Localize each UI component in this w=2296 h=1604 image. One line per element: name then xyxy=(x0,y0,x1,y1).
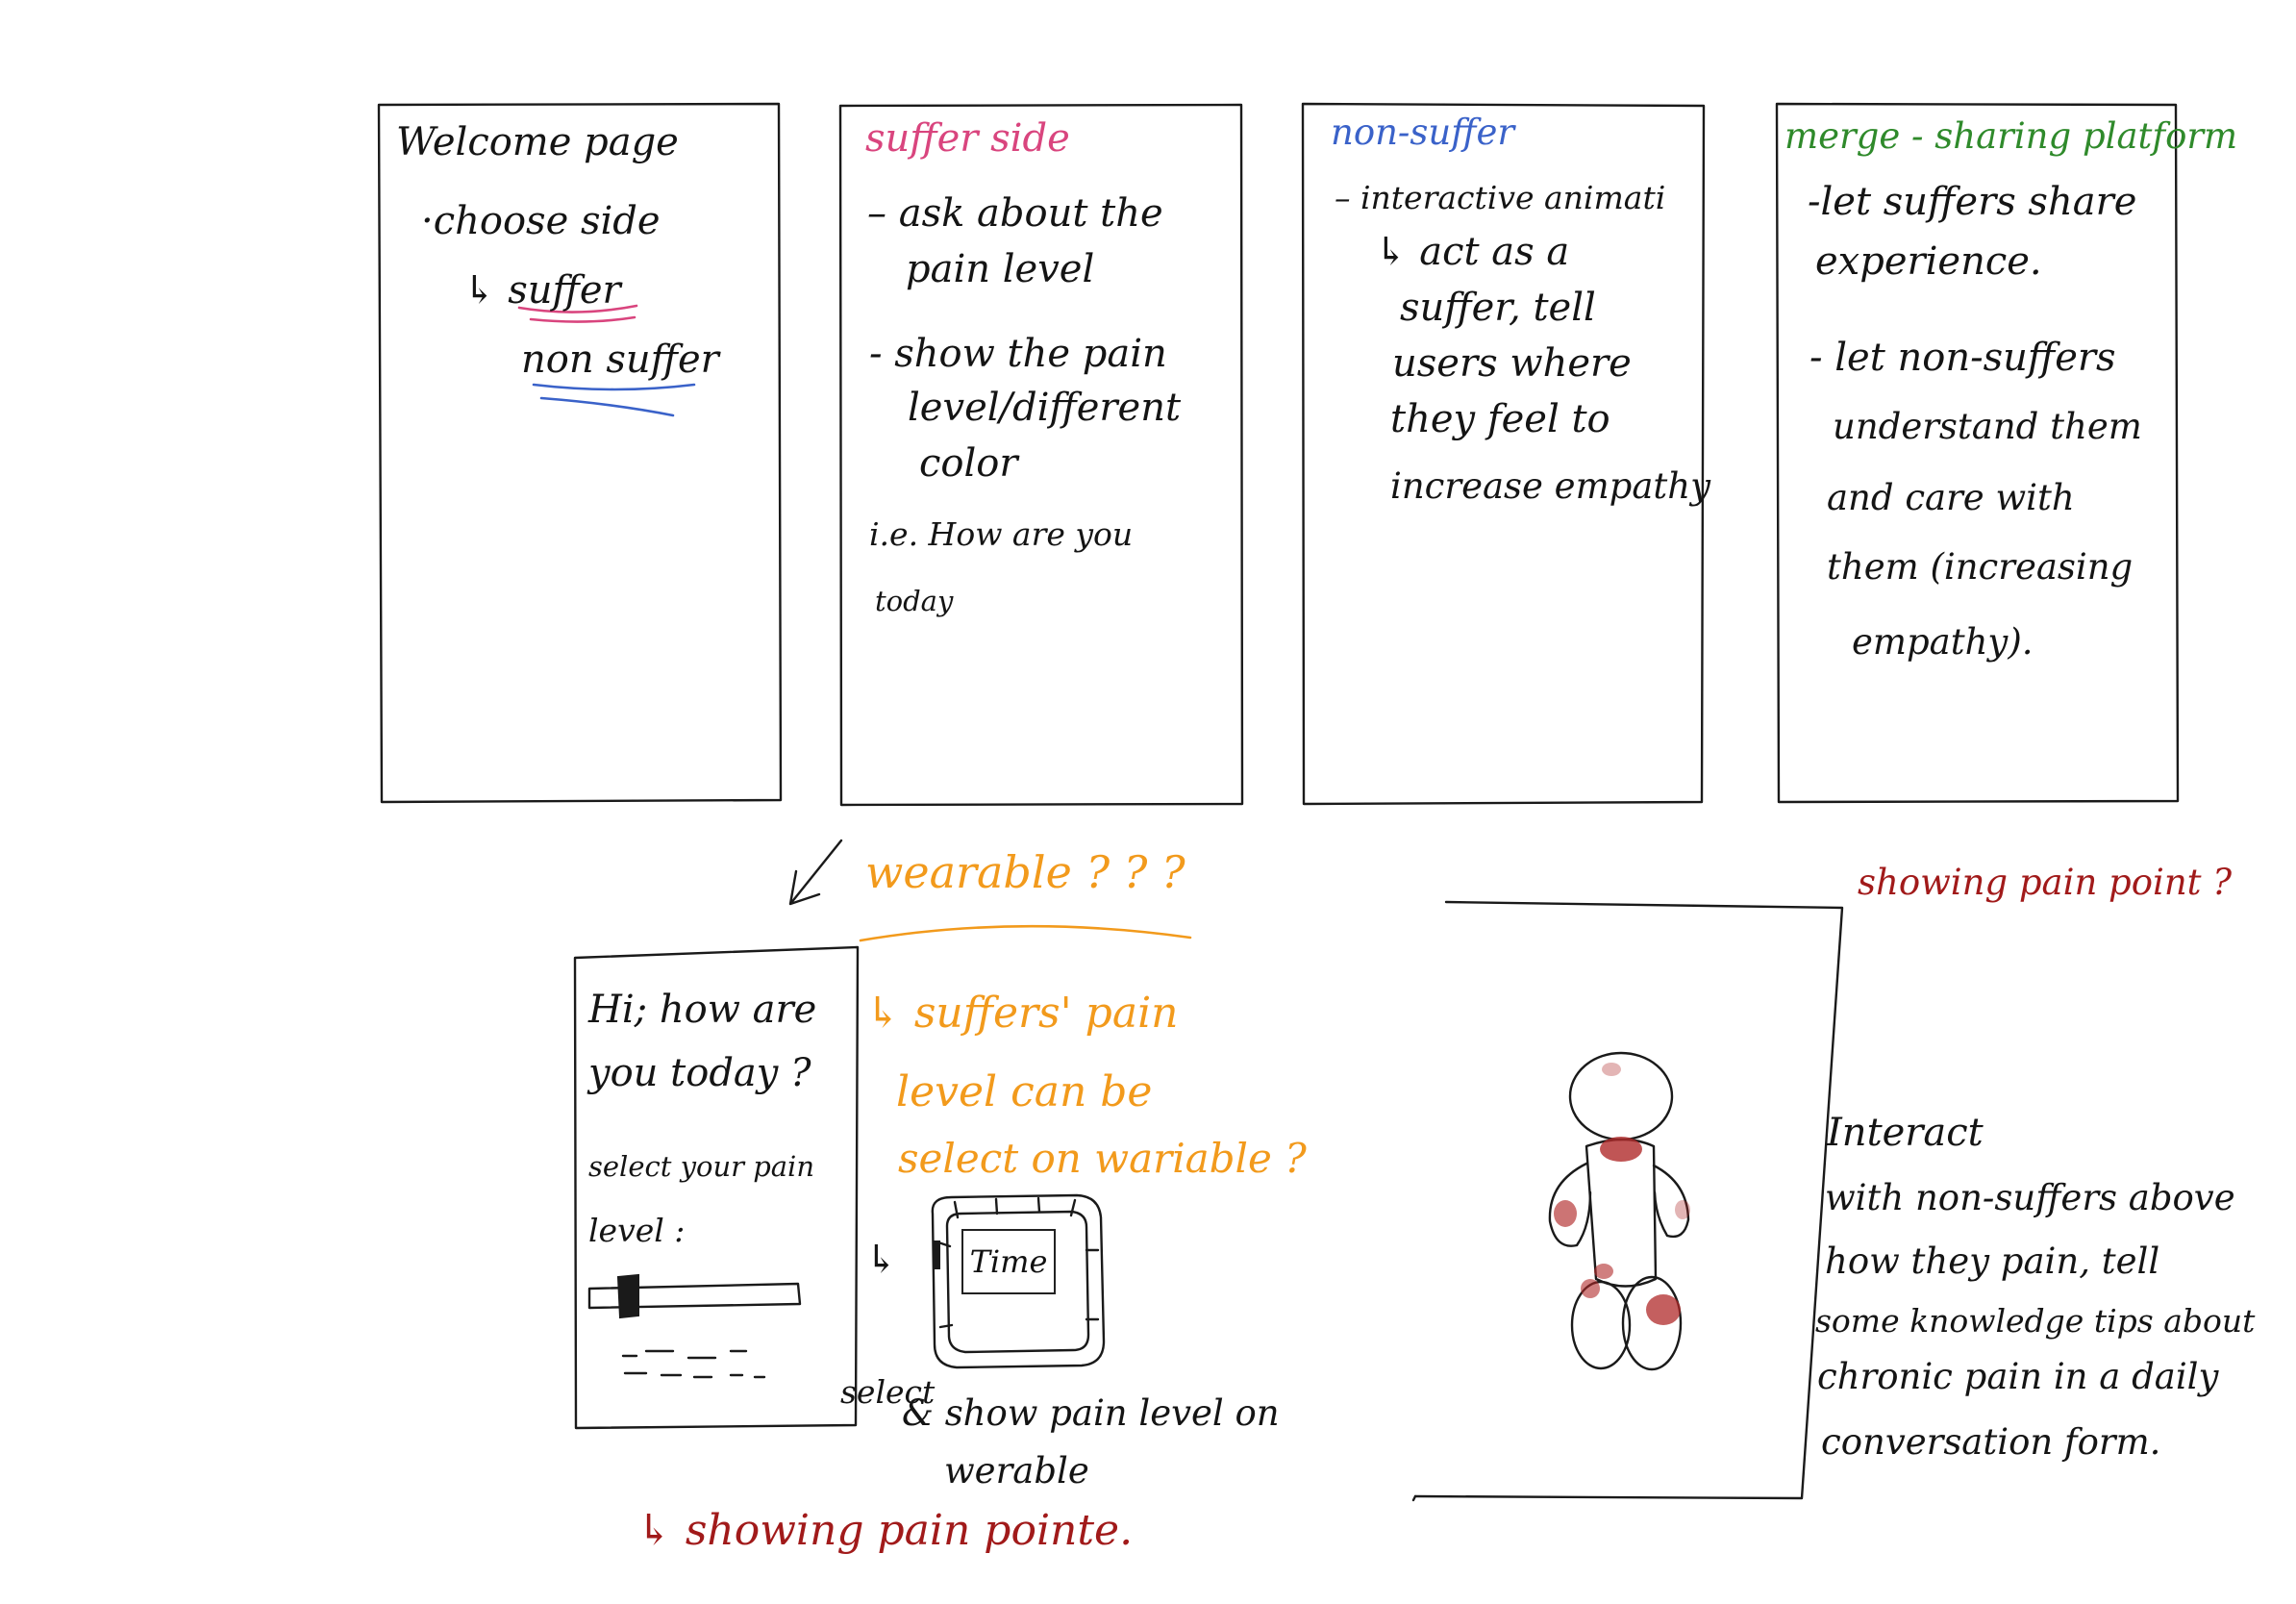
card-suffer-line: - show the pain xyxy=(869,332,1167,376)
pain-spot-hip xyxy=(1594,1264,1613,1279)
watch-time-label: Time xyxy=(969,1243,1048,1280)
card-non-suffer-line: increase empathy xyxy=(1390,465,1710,507)
body-panel-note-line: some knowledge tips about xyxy=(1815,1302,2256,1340)
wearable-heading: wearable ? ? ? xyxy=(865,846,1185,898)
card-welcome-line: non suffer xyxy=(521,338,719,382)
figure-left-arm xyxy=(1548,1162,1592,1247)
card-frame-welcome xyxy=(377,102,783,804)
figure-right-arm xyxy=(1652,1164,1690,1239)
wearable-caption-line: & show pain level on xyxy=(902,1392,1280,1434)
card-merge-title: merge - sharing platform xyxy=(1784,115,2238,157)
pain-spot-left-knee xyxy=(1581,1279,1600,1298)
card-merge-line: -let suffers share xyxy=(1808,180,2137,224)
card-non-suffer-line: ↳ act as a xyxy=(1375,230,1570,274)
watch-ticks xyxy=(936,1196,1100,1329)
card-suffer-title: suffer side xyxy=(865,116,1070,161)
wearable-caption-line: select xyxy=(840,1373,936,1411)
card-suffer-line: – ask about the xyxy=(867,191,1163,236)
card-suffer-line: i.e. How are you xyxy=(869,515,1134,553)
body-panel-note-line: how they pain, tell xyxy=(1825,1241,2160,1282)
pain-slider-track xyxy=(587,1282,802,1310)
card-merge-line: - let non-suffers xyxy=(1809,336,2116,380)
pain-spot-right-knee xyxy=(1646,1294,1681,1325)
body-panel-note-line: conversation form. xyxy=(1821,1421,2161,1463)
down-left-arrow xyxy=(788,839,843,906)
slider-scale-marks xyxy=(621,1349,766,1379)
body-panel-note-line: chronic pain in a daily xyxy=(1817,1356,2219,1397)
figure-left-leg xyxy=(1570,1280,1632,1370)
watch-pointer-arrow: ↳ xyxy=(865,1238,898,1282)
card-welcome-line: ↳ suffer xyxy=(463,268,621,313)
card-merge-line: experience. xyxy=(1815,239,2042,284)
watch-time-display: Time xyxy=(961,1229,1056,1294)
watch-crown xyxy=(933,1241,940,1269)
card-suffer-line: pain level xyxy=(906,247,1095,291)
pain-spot-right-arm xyxy=(1675,1200,1690,1219)
phone-prompt-line: select your pain xyxy=(588,1150,815,1183)
body-panel-note-line: Interact xyxy=(1827,1111,1984,1155)
non-suffer-underline-blue xyxy=(532,383,696,417)
figure-head xyxy=(1568,1051,1674,1141)
card-welcome-line: ·choose side xyxy=(421,199,661,243)
card-suffer-line: today xyxy=(875,585,954,617)
wearable-note-line: ↳ suffers' pain xyxy=(865,989,1179,1038)
card-welcome-title: Welcome page xyxy=(396,120,679,164)
card-frame-non-suffer xyxy=(1301,102,1706,806)
suffer-underline-pink xyxy=(517,304,638,323)
card-suffer-line: level/different xyxy=(908,386,1182,430)
card-non-suffer-line: users where xyxy=(1392,341,1632,386)
card-non-suffer-line: suffer, tell xyxy=(1400,286,1596,330)
wearable-underline xyxy=(859,924,1192,942)
phone-frame xyxy=(573,945,860,1430)
wearable-caption-line: werable xyxy=(944,1450,1089,1491)
card-non-suffer-line: – interactive animati xyxy=(1335,179,1666,216)
body-panel-heading: showing pain point ? xyxy=(1858,862,2233,903)
body-panel-note-line: with non-suffers above xyxy=(1825,1177,2235,1218)
card-merge-line: and care with xyxy=(1827,477,2075,518)
card-non-suffer-line: they feel to xyxy=(1390,397,1610,441)
watch-outer xyxy=(931,1193,1106,1369)
pain-slider-knob xyxy=(616,1273,639,1319)
phone-greeting-line: Hi; how are xyxy=(588,988,817,1032)
card-merge-line: them (increasing xyxy=(1827,546,2134,588)
pain-spot-chest xyxy=(1600,1137,1642,1162)
phone-prompt-line: level : xyxy=(588,1212,686,1249)
card-merge-line: understand them xyxy=(1833,406,2142,447)
wearable-note-line: select on wariable ? xyxy=(898,1135,1307,1182)
figure-right-leg xyxy=(1621,1275,1683,1371)
pain-point-note: ↳ showing pain pointe. xyxy=(636,1506,1134,1555)
card-suffer-line: color xyxy=(919,441,1018,486)
card-non-suffer-title: non-suffer xyxy=(1331,112,1515,153)
pain-spot-head xyxy=(1602,1063,1621,1076)
card-frame-suffer xyxy=(838,103,1244,807)
phone-greeting-line: you today ? xyxy=(588,1051,811,1095)
body-panel-frame xyxy=(1413,900,1844,1500)
card-merge-line: empathy). xyxy=(1852,621,2034,663)
card-frame-merge xyxy=(1775,102,2180,804)
wearable-note-line: level can be xyxy=(896,1067,1153,1116)
pain-spot-left-arm xyxy=(1554,1200,1577,1227)
